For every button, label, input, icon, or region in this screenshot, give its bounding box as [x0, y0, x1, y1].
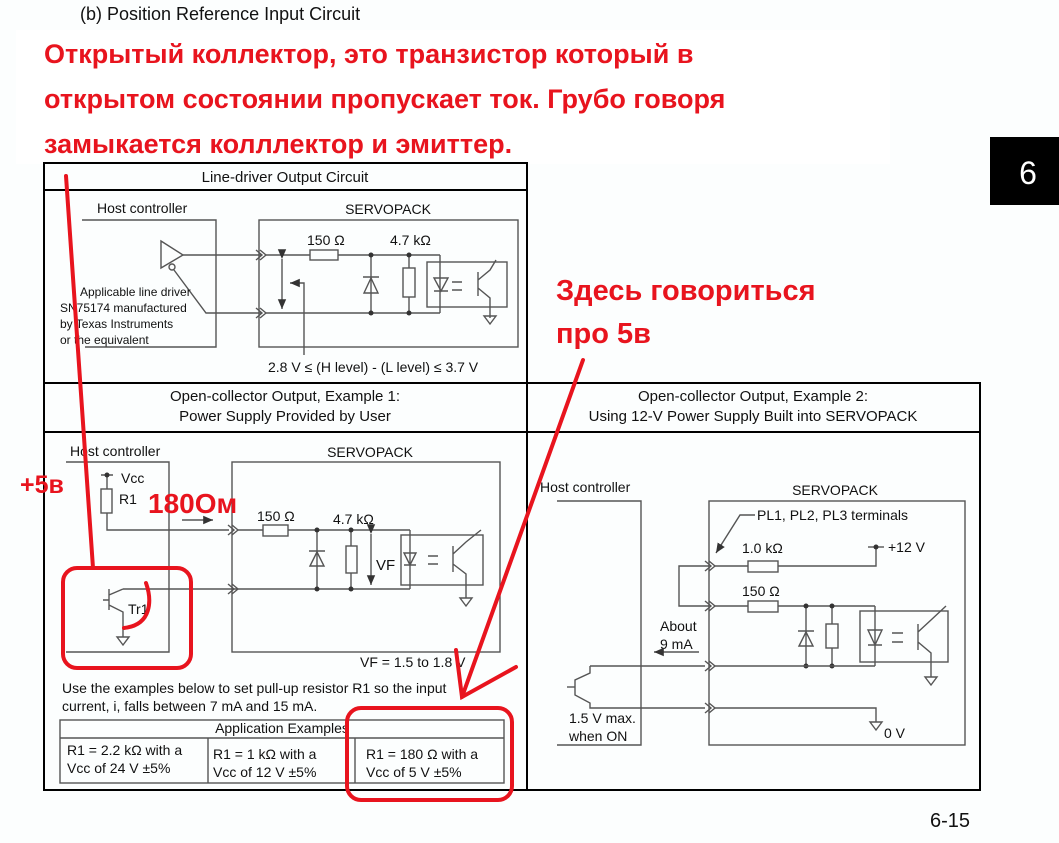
vmax-label-1: 1.5 V max.: [569, 710, 636, 726]
table-cell-1b: Vcc of 24 V ±5%: [67, 760, 170, 776]
table-cell-3a: R1 = 180 Ω with a: [366, 746, 478, 762]
current-label-1: About: [660, 618, 697, 634]
servopack-label: SERVOPACK: [345, 201, 432, 217]
resistor-150-label: 150 Ω: [742, 583, 780, 599]
host-label: Host controller: [97, 200, 188, 216]
table-header: Application Examples: [215, 720, 349, 736]
tr1-label: Tr1: [128, 601, 149, 617]
example2-title-2: Using 12-V Power Supply Built into SERVO…: [589, 408, 918, 425]
vf-label: VF: [376, 557, 395, 574]
table-frame: [43, 162, 981, 791]
annotation-arrow: [460, 358, 585, 699]
instruction-2: current, i, falls between 7 mA and 15 mA…: [62, 698, 317, 714]
resistor-4k7-label: 4.7 kΩ: [333, 511, 374, 527]
page-number: 6-15: [930, 810, 970, 832]
table-cell-2b: Vcc of 12 V ±5%: [213, 764, 316, 780]
servopack-label: SERVOPACK: [792, 482, 879, 498]
ohm180-label: 180Ом: [148, 488, 237, 519]
r1-label: R1: [119, 491, 137, 507]
resistor-150-label: 150 Ω: [257, 508, 295, 524]
host-label: Host controller: [70, 443, 161, 459]
terminals-label: PL1, PL2, PL3 terminals: [757, 507, 908, 523]
vcc-label: Vcc: [121, 470, 144, 486]
instruction-1: Use the examples below to set pull-up re…: [62, 680, 447, 696]
annotation-line-2: открытом состоянии пропускает ток. Грубо…: [44, 84, 725, 114]
chapter-tab: [990, 137, 1059, 205]
annotation-line-3: замыкается колллектор и эмиттер.: [44, 129, 512, 159]
arrowhead-icon: [454, 648, 518, 701]
resistor-1k-label: 1.0 kΩ: [742, 540, 783, 556]
here-5v-line-2: про 5в: [556, 318, 651, 350]
current-label-2: 9 mA: [660, 636, 693, 652]
host-label: Host controller: [540, 479, 631, 495]
table-cell-1a: R1 = 2.2 kΩ with a: [67, 742, 182, 758]
line-driver-circuit: Line-driver Output Circuit Host controll…: [60, 169, 519, 375]
plus12v-label: +12 V: [888, 539, 926, 555]
example1-circuit: Open-collector Output, Example 1: Power …: [59, 388, 505, 784]
example1-title-1: Open-collector Output, Example 1:: [170, 388, 400, 405]
vf-range: VF = 1.5 to 1.8 V: [360, 654, 466, 670]
driver-note-4: or the equivalent: [60, 333, 149, 347]
annotation-line-1: Открытый коллектор, это транзистор котор…: [44, 39, 693, 69]
resistor-4k7-label: 4.7 kΩ: [390, 232, 431, 248]
table-cell-3b: Vcc of 5 V ±5%: [366, 764, 462, 780]
example1-title-2: Power Supply Provided by User: [179, 408, 391, 425]
driver-note-1: Applicable line driver: [80, 285, 191, 299]
plus5v-label: +5в: [20, 471, 64, 499]
section-title: (b) Position Reference Input Circuit: [80, 4, 360, 24]
chapter-number: 6: [1019, 155, 1037, 191]
servopack-label: SERVOPACK: [327, 444, 414, 460]
current-path-curve: [122, 581, 152, 630]
transistor-highlight-box: [61, 566, 193, 670]
level-spec: 2.8 V ≤ (H level) - (L level) ≤ 3.7 V: [268, 359, 479, 375]
table-cell-2a: R1 = 1 kΩ with a: [213, 746, 317, 762]
resistor-150-label: 150 Ω: [307, 232, 345, 248]
annotation-backdrop: [16, 30, 890, 164]
example2-circuit: Open-collector Output, Example 2: Using …: [540, 388, 966, 746]
vmax-label-2: when ON: [568, 728, 627, 744]
driver-note-2: SN75174 manufactured: [60, 301, 187, 315]
5v-example-highlight-box: [345, 706, 514, 802]
example2-title-1: Open-collector Output, Example 2:: [638, 388, 868, 405]
line-driver-title: Line-driver Output Circuit: [202, 169, 370, 186]
zero-v-label: 0 V: [884, 725, 906, 741]
annotation-pointer-line: [64, 174, 95, 570]
driver-note-3: by Texas Instruments: [60, 317, 173, 331]
here-5v-line-1: Здесь говориться: [556, 275, 816, 307]
red-annotations: +5в 180Ом Здесь говориться про 5в: [20, 174, 816, 802]
